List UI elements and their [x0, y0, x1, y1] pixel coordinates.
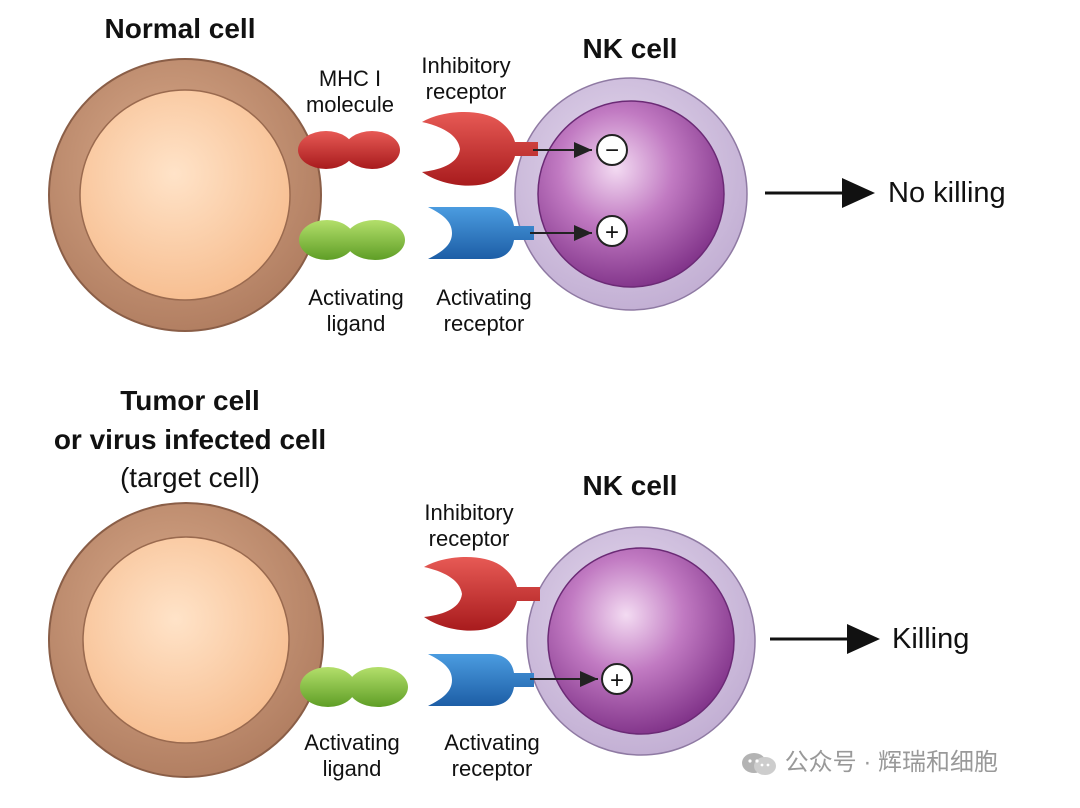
mhc-label: MHC I molecule — [290, 66, 410, 118]
activating-ligand-label-bottom: Activating ligand — [287, 730, 417, 782]
inhibitory-receptor-label-top: Inhibitory receptor — [406, 53, 526, 105]
activating-receptor-label-top-line1: Activating — [436, 285, 532, 310]
wechat-logo-icon — [742, 752, 776, 775]
activating-receptor-label-bottom: Activating receptor — [427, 730, 557, 782]
watermark-text: 公众号 · 辉瑞和细胞 — [784, 749, 998, 776]
inhibitory-label-top-line1: Inhibitory — [421, 53, 511, 78]
activating-ligand-label-top: Activating ligand — [291, 285, 421, 337]
activating-ligand-top — [299, 220, 405, 260]
inhibitory-label-bottom-line1: Inhibitory — [424, 500, 514, 525]
svg-text:+: + — [610, 667, 624, 694]
activating-receptor-label-top-line2: receptor — [443, 310, 525, 336]
activating-receptor-label-top: Activating receptor — [419, 285, 549, 337]
mhc-label-line1: MHC I — [318, 66, 382, 91]
plus-signal-icon-bottom: + — [601, 663, 633, 695]
normal-cell-title: Normal cell — [104, 13, 256, 44]
inhibitory-receptor-bottom — [424, 556, 540, 631]
nk-cell-top — [514, 77, 748, 311]
ligand-label-top-line2: ligand — [326, 310, 386, 336]
tumor-cell-title-line2: or virus infected cell — [53, 424, 327, 455]
ligand-label-bottom-line1: Activating — [304, 730, 400, 755]
svg-text:−: − — [605, 137, 619, 164]
tumor-cell-title: Tumor cell — [120, 385, 260, 416]
tumor-target-cell — [48, 502, 324, 778]
watermark: 公众号 · 辉瑞和细胞 — [740, 742, 1060, 782]
inhibitory-receptor-top — [422, 111, 538, 186]
mhc-label-line2: molecule — [305, 91, 395, 117]
nk-cell-bottom — [526, 526, 756, 756]
inhibitory-receptor-label-bottom: Inhibitory receptor — [409, 500, 529, 552]
activating-ligand-bottom — [300, 667, 408, 707]
svg-text:+: + — [605, 219, 619, 246]
nk-cell-title-top: NK cell — [582, 33, 678, 64]
minus-signal-icon: − — [596, 134, 628, 166]
no-killing-label: No killing — [888, 177, 1006, 209]
ligand-label-bottom-line2: ligand — [322, 755, 382, 781]
activating-receptor-top — [428, 207, 534, 259]
plus-signal-icon-top: + — [596, 215, 628, 247]
inhibitory-label-bottom-line2: receptor — [428, 525, 510, 551]
mhc-molecule-top — [298, 131, 400, 169]
target-cell-subtitle: (target cell) — [119, 462, 261, 493]
activating-receptor-bottom — [428, 654, 534, 706]
inhibitory-label-top-line2: receptor — [425, 78, 507, 104]
activating-receptor-label-bottom-line2: receptor — [451, 755, 533, 781]
nk-cell-title-bottom: NK cell — [582, 470, 678, 501]
activating-receptor-label-bottom-line1: Activating — [444, 730, 540, 755]
normal-target-cell — [48, 58, 322, 332]
killing-label: Killing — [892, 623, 970, 655]
ligand-label-top-line1: Activating — [308, 285, 404, 310]
